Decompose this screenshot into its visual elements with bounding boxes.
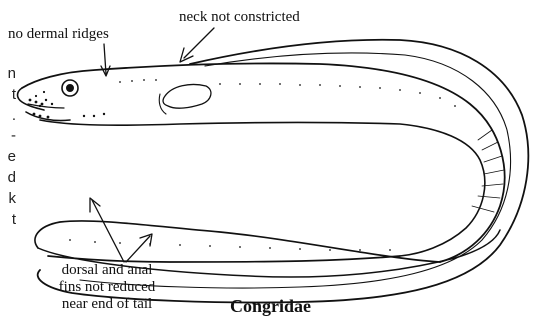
edge-char: e xyxy=(0,147,16,168)
edge-char: - xyxy=(0,126,16,147)
arrow-dorsal-fin xyxy=(92,200,124,262)
label-neck-not-constricted: neck not constricted xyxy=(179,9,300,26)
edge-char: . xyxy=(0,106,16,127)
edge-char: t xyxy=(0,85,16,106)
body-upper-outline xyxy=(22,63,505,262)
edge-char: k xyxy=(0,189,16,210)
label-fins-line-2: fins not reduced xyxy=(30,279,184,296)
pupil xyxy=(67,85,74,92)
lateral-line-dots xyxy=(35,79,456,251)
tail-fin-rays xyxy=(472,130,504,212)
edge-char: t xyxy=(0,210,16,231)
arrow-anal-fin xyxy=(126,236,150,262)
edge-char: d xyxy=(0,168,16,189)
clipped-side-text: n t . - e d k t xyxy=(0,64,16,230)
label-fins-line-1: dorsal and anal xyxy=(30,262,184,279)
tail-upper-outline xyxy=(35,221,440,262)
body-lower-outline xyxy=(40,120,485,256)
pectoral-fin xyxy=(163,84,211,108)
arrow-neck-not-constricted xyxy=(184,28,214,58)
label-no-dermal-ridges: no dermal ridges xyxy=(8,26,109,43)
label-fins-line-3: near end of tail xyxy=(30,296,184,313)
edge-char: n xyxy=(0,64,16,85)
label-fins-not-reduced: dorsal and anal fins not reduced near en… xyxy=(30,262,184,313)
family-name: Congridae xyxy=(230,298,311,315)
